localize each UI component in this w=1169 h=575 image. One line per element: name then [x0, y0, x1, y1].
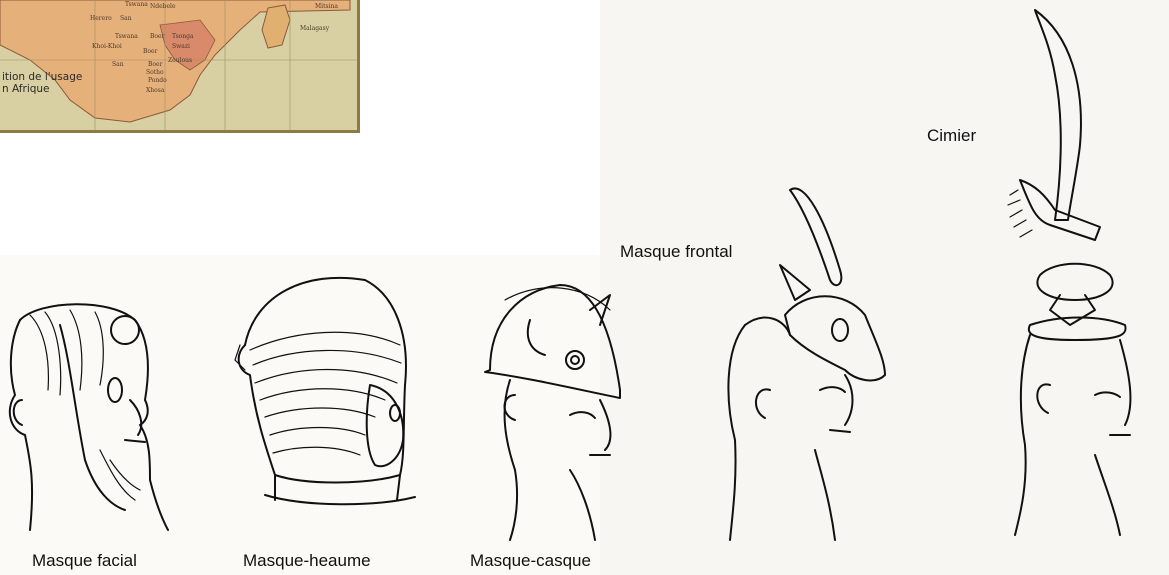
map-inset: Tswana Ndebele Herero San Tswana Boer Ts… — [0, 0, 360, 133]
map-caption-line: ition de l'usage — [2, 71, 82, 83]
africa-map: Tswana Ndebele Herero San Tswana Boer Ts… — [0, 0, 357, 130]
map-region-label: Tswana — [115, 33, 138, 40]
map-region-label: Zoulous — [168, 57, 192, 64]
map-region-label: Boer — [143, 48, 158, 55]
map-region-label: San — [120, 15, 132, 22]
map-region-label: Boer — [148, 61, 163, 68]
helmet-mask-drawing — [225, 275, 425, 535]
frontal-mask-drawing — [715, 180, 895, 540]
caption-cimier: Cimier — [927, 126, 976, 146]
caption-masque-facial: Masque facial — [32, 551, 137, 571]
map-region-label: Boer — [150, 33, 165, 40]
map-region-label: Tsonga — [172, 33, 194, 40]
cimier-drawing — [1000, 5, 1169, 535]
map-region-label: Tswana — [125, 1, 148, 8]
map-region-label: Herero — [90, 15, 112, 22]
figure-masque-frontal — [715, 180, 895, 545]
caption-masque-heaume: Masque-heaume — [243, 551, 371, 571]
figure-masque-facial — [0, 300, 180, 545]
map-region-label: Pondo — [148, 77, 167, 84]
map-region-label: Malagasy — [300, 25, 330, 32]
map-region-label: Mitsina — [315, 3, 338, 10]
figure-masque-casque — [470, 280, 630, 545]
figure-masque-heaume — [225, 275, 425, 540]
helmet-casque-drawing — [470, 280, 630, 540]
map-region-label: Xhosa — [146, 87, 165, 94]
map-caption: ition de l'usage n Afrique — [2, 71, 82, 95]
map-region-label: Sotho — [146, 69, 164, 76]
map-region-label: Ndebele — [150, 3, 176, 10]
face-mask-drawing — [0, 300, 180, 540]
map-region-label: San — [112, 61, 124, 68]
map-caption-line: n Afrique — [2, 83, 82, 95]
map-region-label: Khoi-Khoi — [92, 43, 122, 50]
caption-masque-casque: Masque-casque — [470, 551, 591, 571]
figure-cimier — [1000, 5, 1169, 540]
map-region-label: Swazi — [172, 43, 190, 50]
